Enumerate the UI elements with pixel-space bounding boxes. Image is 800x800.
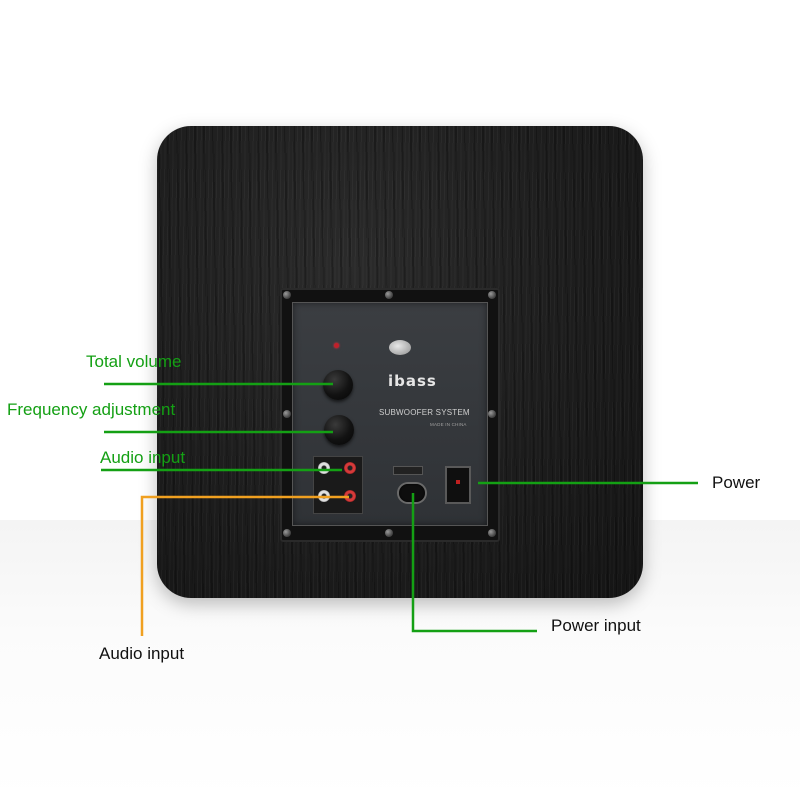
- screw: [488, 291, 496, 299]
- brand-logo: ibass: [388, 372, 437, 390]
- screw: [488, 529, 496, 537]
- fuse-holder: [393, 466, 423, 475]
- callout-total-volume: Total volume: [86, 352, 182, 371]
- panel-title: SUBWOOFER SYSTEM: [379, 408, 470, 417]
- screw: [283, 291, 291, 299]
- rca-input-red-bottom[interactable]: [344, 490, 356, 502]
- screw: [283, 410, 291, 418]
- frequency-knob[interactable]: [324, 415, 354, 445]
- brand-badge-icon: [389, 340, 411, 355]
- screw: [283, 529, 291, 537]
- power-input-line: [411, 493, 537, 633]
- callout-power-input: Power input: [551, 616, 641, 635]
- power-switch-indicator: [456, 480, 460, 484]
- screw: [488, 410, 496, 418]
- callout-frequency-adjustment: Frequency adjustment: [7, 400, 176, 419]
- audio-input-line-orange: [140, 495, 349, 636]
- callout-audio-input-orange: Audio input: [99, 644, 185, 663]
- rca-input-red-top[interactable]: [344, 462, 356, 474]
- screw: [385, 291, 393, 299]
- callout-audio-input-green: Audio input: [100, 448, 186, 467]
- callout-power: Power: [712, 473, 761, 492]
- screw: [385, 529, 393, 537]
- power-led: [334, 343, 339, 348]
- power-switch[interactable]: [447, 468, 469, 502]
- made-in-label: MADE IN CHINA: [430, 422, 467, 427]
